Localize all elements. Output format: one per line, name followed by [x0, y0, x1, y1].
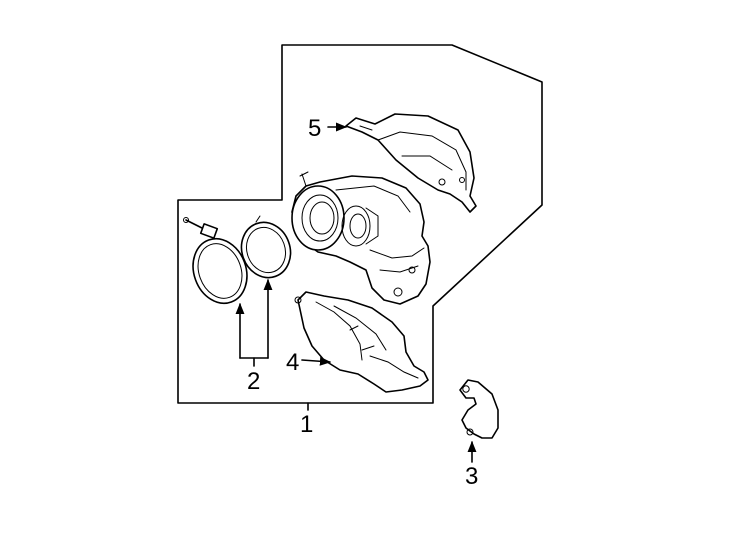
callout-1: 1	[300, 411, 313, 438]
upper-heat-shield	[345, 113, 477, 213]
bracket	[459, 379, 499, 439]
lower-heat-shield	[294, 291, 429, 393]
callout-3: 3	[465, 463, 478, 490]
gasket	[240, 215, 292, 279]
callout-4: 4	[286, 349, 299, 376]
catalytic-converter	[291, 171, 431, 305]
assembly-outline	[177, 44, 543, 404]
callout-2: 2	[247, 368, 260, 395]
callout-5: 5	[308, 115, 321, 142]
leader-line-4	[301, 356, 332, 366]
clamp-ring	[183, 217, 248, 305]
